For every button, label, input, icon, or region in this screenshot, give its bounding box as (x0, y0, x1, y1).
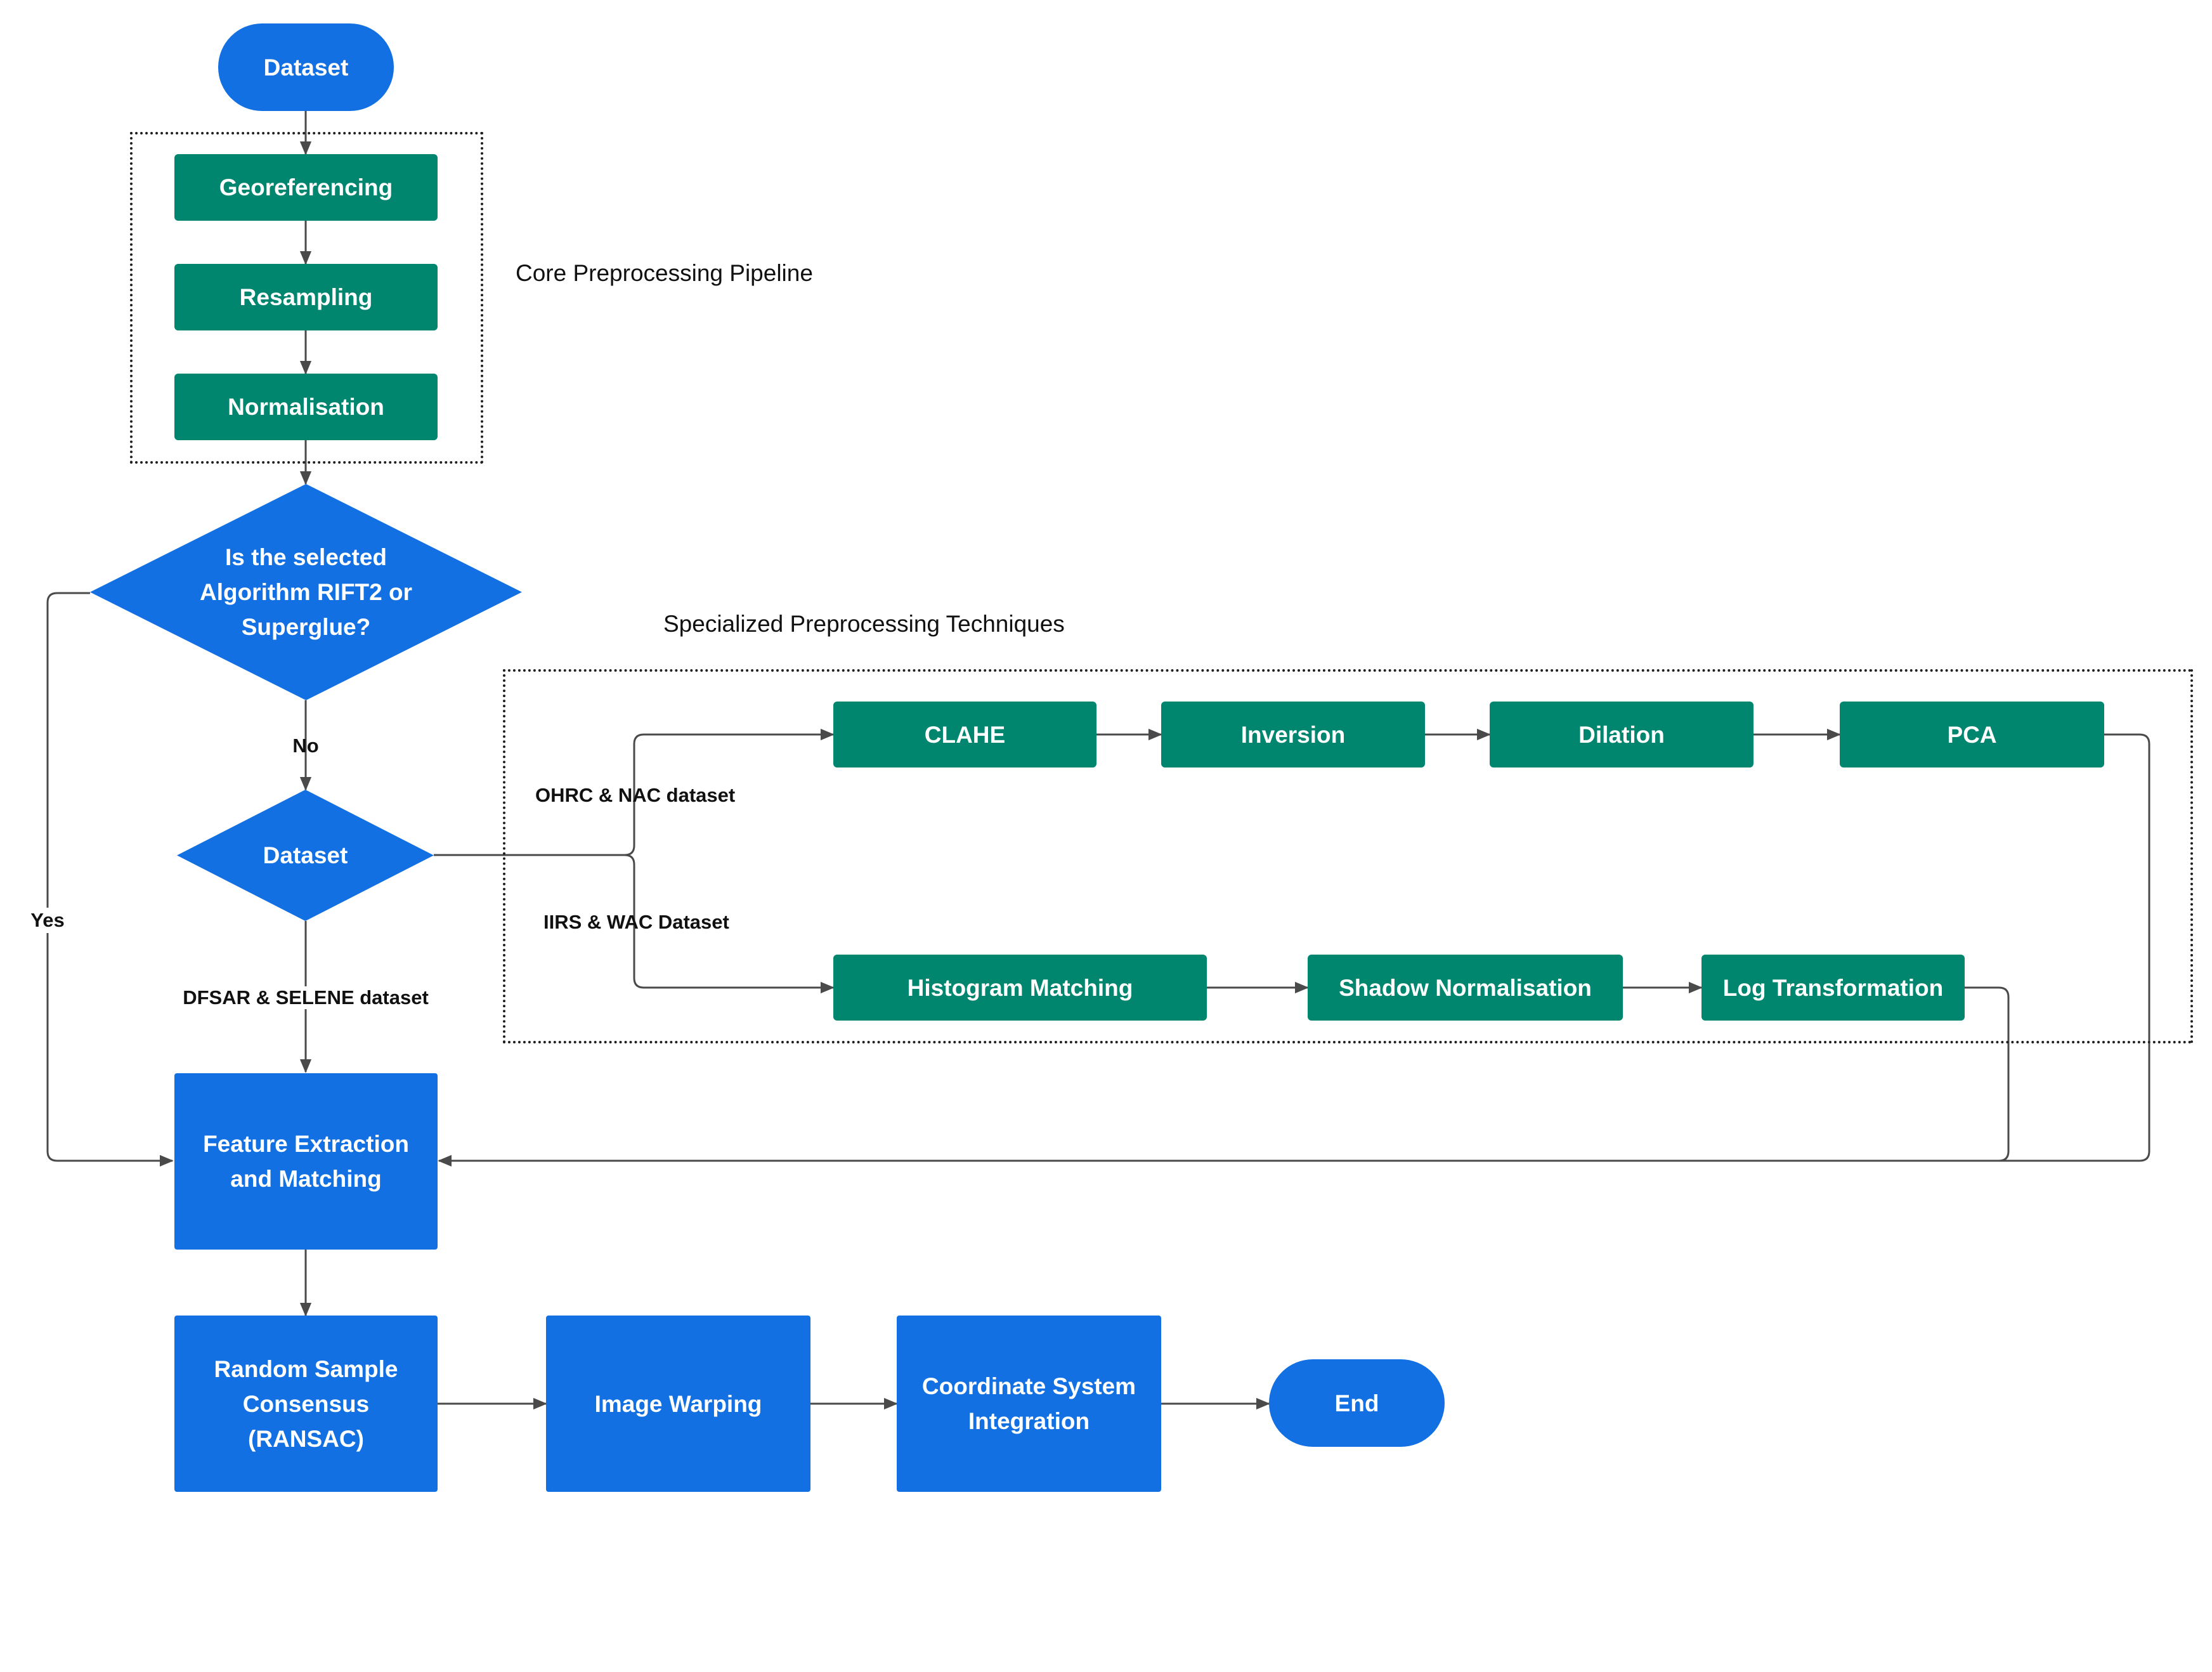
start-label: Dataset (263, 54, 349, 81)
normalisation-label: Normalisation (228, 394, 384, 420)
edge-dataset-branch (434, 728, 835, 856)
georeferencing-step[interactable]: Georeferencing (174, 154, 438, 221)
edge-log-feature (1965, 986, 2010, 1162)
inversion-step[interactable]: Inversion (1161, 702, 1425, 767)
core-preprocessing-group (130, 132, 483, 464)
dilation-label: Dilation (1578, 721, 1665, 748)
edge-label-iirs-wac: IIRS & WAC Dataset (543, 911, 729, 933)
edge-label-no: No (292, 735, 319, 757)
pca-label: PCA (1947, 721, 1997, 748)
image-warping-step[interactable]: Image Warping (546, 1316, 810, 1492)
inversion-label: Inversion (1240, 721, 1346, 748)
dilation-step[interactable]: Dilation (1490, 702, 1753, 767)
ransac-label: Random Sample Consensus (RANSAC) (214, 1355, 398, 1452)
edge-label-ohrc-nac: OHRC & NAC dataset (535, 784, 736, 806)
shadow-normalisation-label: Shadow Normalisation (1339, 974, 1592, 1001)
dataset-decision[interactable]: Dataset (177, 790, 434, 921)
histogram-matching-step[interactable]: Histogram Matching (833, 955, 1207, 1021)
core-preprocessing-title: Core Preprocessing Pipeline (516, 260, 813, 286)
feature-extraction-label: Feature Extraction and Matching (203, 1131, 409, 1192)
image-warping-label: Image Warping (594, 1390, 762, 1417)
ransac-step[interactable]: Random Sample Consensus (RANSAC) (174, 1316, 438, 1492)
resampling-step[interactable]: Resampling (174, 264, 438, 330)
specialized-preprocessing-title: Specialized Preprocessing Techniques (663, 611, 1065, 637)
coordinate-integration-step[interactable]: Coordinate System Integration (897, 1316, 1161, 1492)
log-transformation-step[interactable]: Log Transformation (1701, 955, 1965, 1021)
dataset-decision-shape (177, 790, 434, 921)
clahe-label: CLAHE (924, 721, 1006, 748)
algorithm-decision[interactable]: Is the selected Algorithm RIFT2 or Super… (90, 484, 522, 700)
coordinate-integration-label: Coordinate System Integration (921, 1373, 1136, 1434)
end-label: End (1334, 1390, 1379, 1416)
edge-label-dfsar-selene: DFSAR & SELENE dataset (179, 986, 433, 1009)
edge-decision-yes (46, 592, 174, 1167)
normalisation-step[interactable]: Normalisation (174, 374, 438, 440)
dataset-decision-label: Dataset (263, 842, 348, 868)
algorithm-decision-shape (90, 484, 522, 700)
shadow-normalisation-step[interactable]: Shadow Normalisation (1308, 955, 1623, 1021)
feature-extraction-step[interactable]: Feature Extraction and Matching (174, 1073, 438, 1250)
specialized-preprocessing-group (503, 669, 2193, 1043)
resampling-label: Resampling (239, 284, 373, 310)
algorithm-decision-label: Is the selected Algorithm RIFT2 or Super… (199, 544, 413, 640)
end-terminal[interactable]: End (1269, 1359, 1445, 1447)
edge-dataset-branch-lower (624, 854, 835, 994)
edge-pca-feature (438, 733, 2150, 1167)
clahe-step[interactable]: CLAHE (833, 702, 1096, 767)
start-terminal[interactable]: Dataset (218, 23, 394, 111)
edge-label-yes: Yes (30, 908, 65, 933)
log-transformation-label: Log Transformation (1722, 974, 1944, 1001)
histogram-matching-label: Histogram Matching (907, 974, 1133, 1001)
pca-step[interactable]: PCA (1840, 702, 2104, 767)
georeferencing-label: Georeferencing (219, 174, 393, 200)
